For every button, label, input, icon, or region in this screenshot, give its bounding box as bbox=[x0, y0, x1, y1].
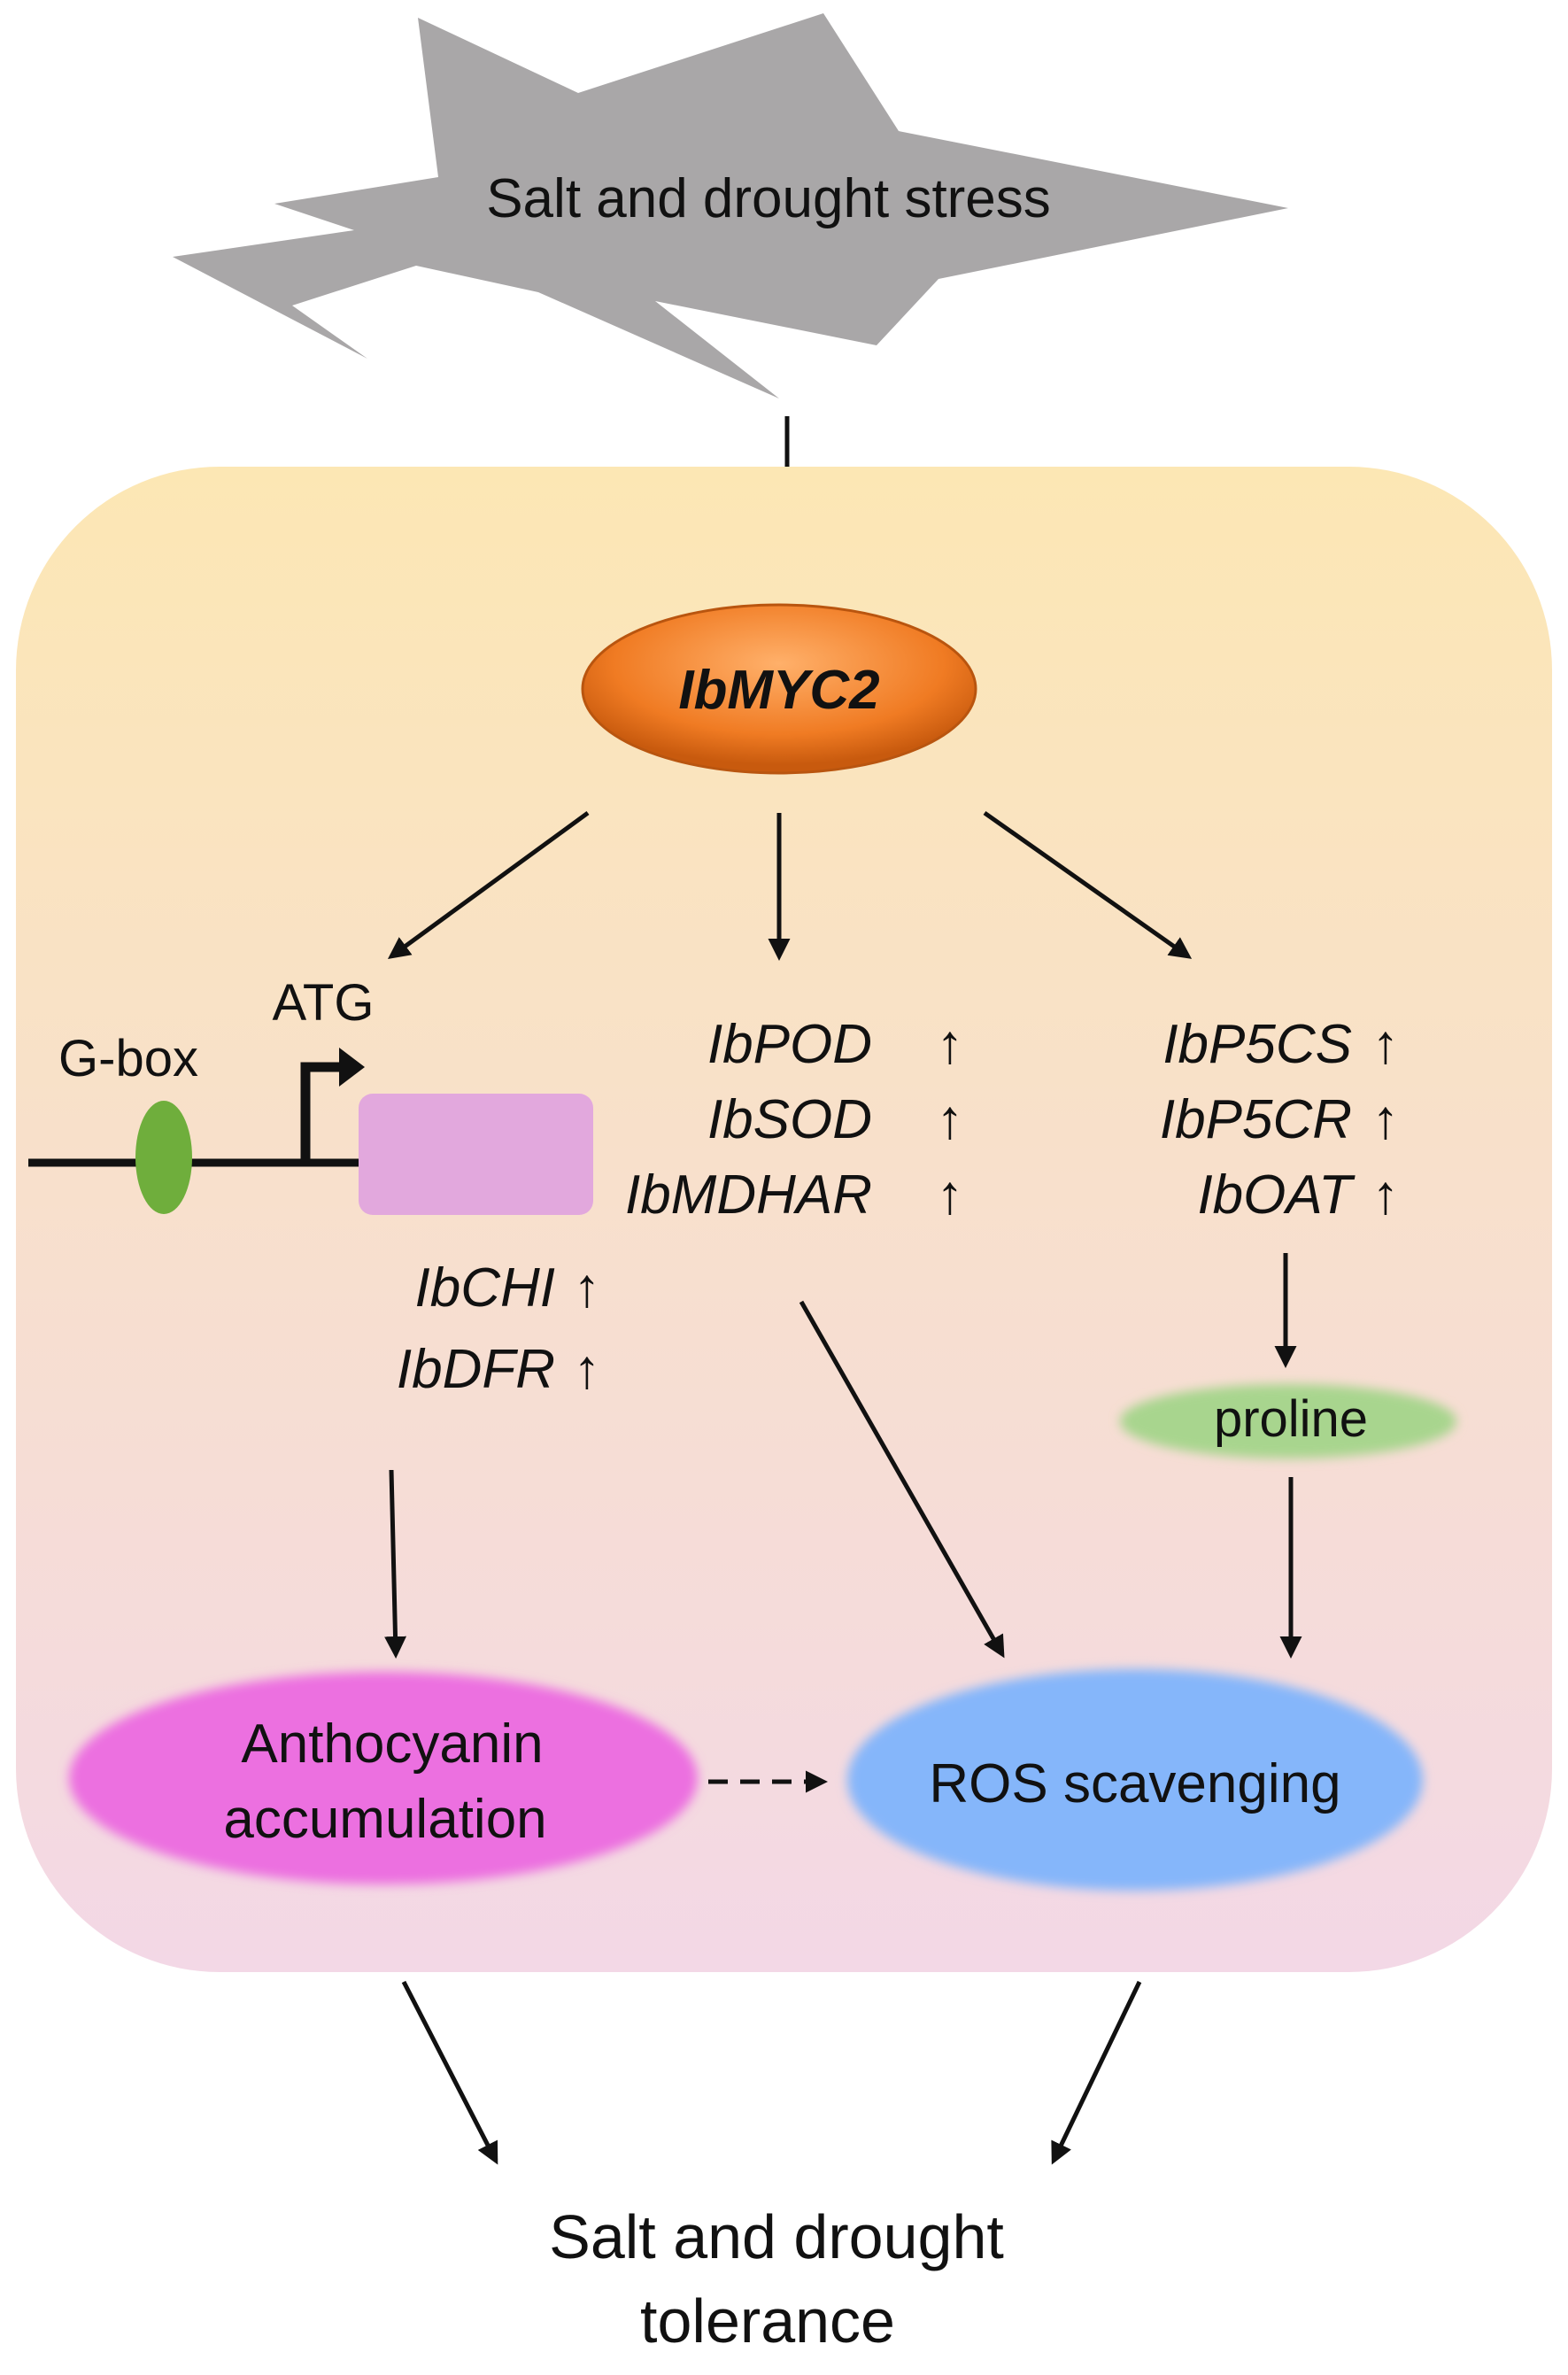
gbox-element bbox=[135, 1101, 192, 1214]
gene-coding-box bbox=[359, 1094, 593, 1215]
ros-label: ROS scavenging bbox=[929, 1753, 1340, 1814]
arrow-regulator-to-anthocyanin-genes bbox=[387, 810, 590, 959]
arrow-antioxidant-genes-to-ros bbox=[799, 1300, 1005, 1659]
anthocyanin-label-line1: Anthocyanin bbox=[241, 1714, 543, 1775]
anthocyanin-ellipse bbox=[69, 1672, 698, 1884]
arrow-anthocyanin-genes-to-anthocyanin bbox=[384, 1469, 407, 1659]
stress-starburst bbox=[173, 13, 1288, 398]
anthocyanin-label-line2: accumulation bbox=[223, 1789, 546, 1850]
antioxidant-upregulation-arrow-0: ↑ bbox=[937, 1014, 964, 1075]
regulator-label: IbMYC2 bbox=[678, 660, 879, 721]
transcription-start-arrowhead bbox=[339, 1048, 365, 1087]
anthocyanin-upregulation-arrow-1: ↑ bbox=[574, 1339, 601, 1400]
atg-label: ATG bbox=[273, 974, 375, 1032]
proline-upregulation-arrow-1: ↑ bbox=[1372, 1089, 1400, 1150]
arrow-cell-to-tolerance-left bbox=[401, 1980, 498, 2165]
antioxidant-gene-1: IbSOD bbox=[707, 1089, 872, 1150]
ros-ellipse bbox=[847, 1669, 1423, 1891]
arrow-cell-to-tolerance-right bbox=[1051, 1980, 1142, 2165]
proline-upregulation-arrow-0: ↑ bbox=[1372, 1014, 1400, 1075]
regulator-ellipse bbox=[581, 603, 977, 775]
cell-background bbox=[16, 467, 1552, 1972]
proline-label: proline bbox=[1214, 1390, 1368, 1448]
antioxidant-gene-0: IbPOD bbox=[707, 1014, 872, 1075]
proline-gene-2: IbOAT bbox=[1197, 1164, 1356, 1226]
antioxidant-upregulation-arrow-1: ↑ bbox=[937, 1089, 964, 1150]
tolerance-label-line2: tolerance bbox=[640, 2286, 895, 2356]
antioxidant-gene-list: IbPOD ↑ IbSOD ↑ IbMDHAR ↑ bbox=[625, 1014, 964, 1226]
proline-gene-0: IbP5CS bbox=[1162, 1014, 1352, 1075]
stress-label: Salt and drought stress bbox=[486, 168, 1051, 229]
gbox-label: G-box bbox=[58, 1030, 198, 1087]
proline-gene-list: IbP5CS ↑ IbP5CR ↑ IbOAT ↑ bbox=[1160, 1014, 1400, 1226]
anthocyanin-gene-list: IbCHI ↑ IbDFR ↑ bbox=[397, 1257, 601, 1400]
transcription-start-arrow bbox=[300, 1062, 341, 1163]
antioxidant-upregulation-arrow-2: ↑ bbox=[937, 1164, 964, 1226]
arrow-regulator-to-proline-genes bbox=[983, 810, 1193, 959]
proline-gene-1: IbP5CR bbox=[1160, 1089, 1352, 1150]
anthocyanin-gene-1: IbDFR bbox=[397, 1339, 555, 1400]
tolerance-label-line1: Salt and drought bbox=[549, 2202, 1004, 2271]
anthocyanin-upregulation-arrow-0: ↑ bbox=[574, 1257, 601, 1319]
anthocyanin-gene-0: IbCHI bbox=[415, 1257, 555, 1319]
proline-ellipse bbox=[1120, 1384, 1456, 1458]
proline-upregulation-arrow-2: ↑ bbox=[1372, 1164, 1400, 1226]
antioxidant-gene-2: IbMDHAR bbox=[625, 1164, 872, 1226]
